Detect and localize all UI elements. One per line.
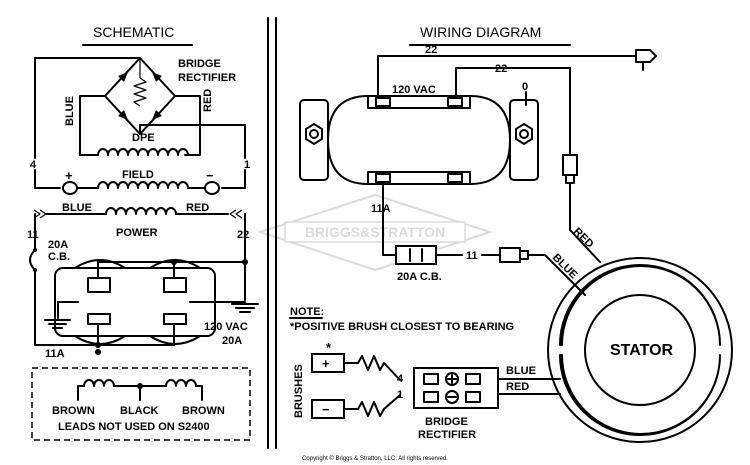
schematic-lead-black: BLACK — [120, 405, 159, 417]
schematic-num-22: 22 — [237, 229, 249, 241]
wiring-brush-minus: − — [322, 402, 330, 417]
schematic-amp-label: 20A — [222, 335, 242, 347]
schematic-wire-top-right — [139, 124, 246, 159]
wiring-brushes-label: BRUSHES — [293, 364, 305, 418]
schematic-dpe-coil — [79, 131, 189, 156]
schematic-bridge-label-1: BRIDGE — [178, 58, 221, 70]
schematic-lead-brown-right: BROWN — [182, 405, 225, 417]
wiring-cb-label: 20A C.B. — [397, 271, 442, 283]
schematic-bridge-rectifier — [104, 57, 176, 135]
watermark: BRIGGS&STRATTON — [256, 193, 494, 272]
wiring-blue-label: BLUE — [550, 252, 580, 282]
schematic-brush-positive — [62, 181, 78, 195]
schematic-receptacle — [54, 259, 216, 345]
wiring-num-22-mid: 22 — [495, 63, 507, 75]
schematic-power-red: RED — [186, 202, 209, 214]
wiring-rectifier-blue-label: BLUE — [506, 365, 536, 377]
wiring-bridge-label-2: RECTIFIER — [418, 429, 476, 441]
wiring-receptacle — [299, 95, 539, 185]
schematic-power-label: POWER — [116, 227, 158, 239]
wiring-num-22-top: 22 — [425, 44, 437, 56]
wiring-stator — [547, 257, 733, 443]
schematic-red-label: RED — [202, 89, 214, 112]
wiring-brush-positive — [311, 353, 401, 381]
schematic-bridge-label-2: RECTIFIER — [178, 72, 236, 84]
wiring-wire-11a — [382, 183, 397, 256]
wiring-note-text: *POSITIVE BRUSH CLOSEST TO BEARING — [290, 321, 514, 333]
wiring-bridge-rectifier — [413, 367, 499, 409]
schematic-vac-label: 120 VAC — [204, 321, 248, 333]
wiring-circuit-breaker — [395, 245, 437, 265]
wiring-wire-blue — [527, 254, 586, 296]
schematic-field-coil — [97, 181, 189, 189]
schematic-blue-label: BLUE — [64, 96, 76, 126]
copyright-text: Copyright © Briggs & Stratton, LLC. All … — [302, 455, 448, 462]
schematic-num-1: 1 — [244, 159, 250, 171]
wiring-asterisk: * — [326, 340, 332, 355]
schematic-circuit-breaker — [29, 249, 36, 271]
wiring-vac-label: 120 VAC — [392, 84, 436, 96]
schematic-wire-1 — [221, 169, 246, 189]
wiring-brush-plus: + — [322, 356, 330, 371]
schematic-plus-label: + — [65, 168, 73, 183]
schematic-ground-left — [44, 301, 71, 329]
schematic-unused-leads-coils — [77, 379, 203, 401]
wiring-connector-blue — [499, 247, 529, 263]
wiring-wire-red — [569, 182, 601, 263]
wiring-bridge-label-1: BRIDGE — [425, 416, 468, 428]
schematic-brush-negative — [204, 181, 220, 195]
wiring-stator-label: STATOR — [610, 342, 674, 359]
wiring-wire-22-top — [377, 55, 637, 97]
schematic-dpe-label: DPE — [132, 132, 155, 144]
schematic-title: SCHEMATIC — [93, 24, 174, 40]
schematic-wire-blue — [79, 95, 106, 133]
wiring-num-0: 0 — [522, 81, 528, 93]
wiring-rectifier-red-label: RED — [506, 381, 529, 393]
schematic-ground-right — [201, 301, 259, 313]
wiring-note-title: NOTE: — [290, 306, 324, 318]
wiring-connector-red — [562, 154, 578, 184]
wiring-wire-22-mid — [455, 67, 571, 156]
wiring-num-11a: 11A — [371, 203, 391, 215]
schematic-cb-amp: 20A — [48, 239, 68, 251]
schematic-field-label: FIELD — [122, 169, 154, 181]
watermark-text: BRIGGS&STRATTON — [305, 224, 445, 240]
wiring-brush-negative — [311, 394, 401, 419]
wiring-diagram-title: WIRING DIAGRAM — [420, 24, 541, 40]
schematic-power-coil — [33, 207, 246, 301]
schematic-unused-leads-box — [31, 367, 251, 441]
schematic-num-11: 11 — [27, 229, 39, 241]
schematic-leads-note: LEADS NOT USED ON S2400 — [58, 421, 210, 433]
schematic-minus-label: − — [206, 168, 214, 183]
wiring-red-label: RED — [571, 226, 596, 251]
wiring-plug-terminal — [635, 49, 657, 71]
schematic-cb-label: C.B. — [48, 251, 70, 263]
schematic-power-blue: BLUE — [62, 202, 92, 214]
wiring-num-11: 11 — [466, 250, 478, 262]
wiring-num-1: 1 — [397, 389, 403, 401]
wiring-num-4: 4 — [397, 373, 404, 385]
schematic-wire-top-left — [34, 57, 141, 159]
schematic-num-11a: 11A — [45, 348, 65, 360]
schematic-wire-4 — [34, 169, 61, 189]
schematic-lead-brown-left: BROWN — [52, 405, 95, 417]
schematic-num-4: 4 — [30, 159, 37, 171]
